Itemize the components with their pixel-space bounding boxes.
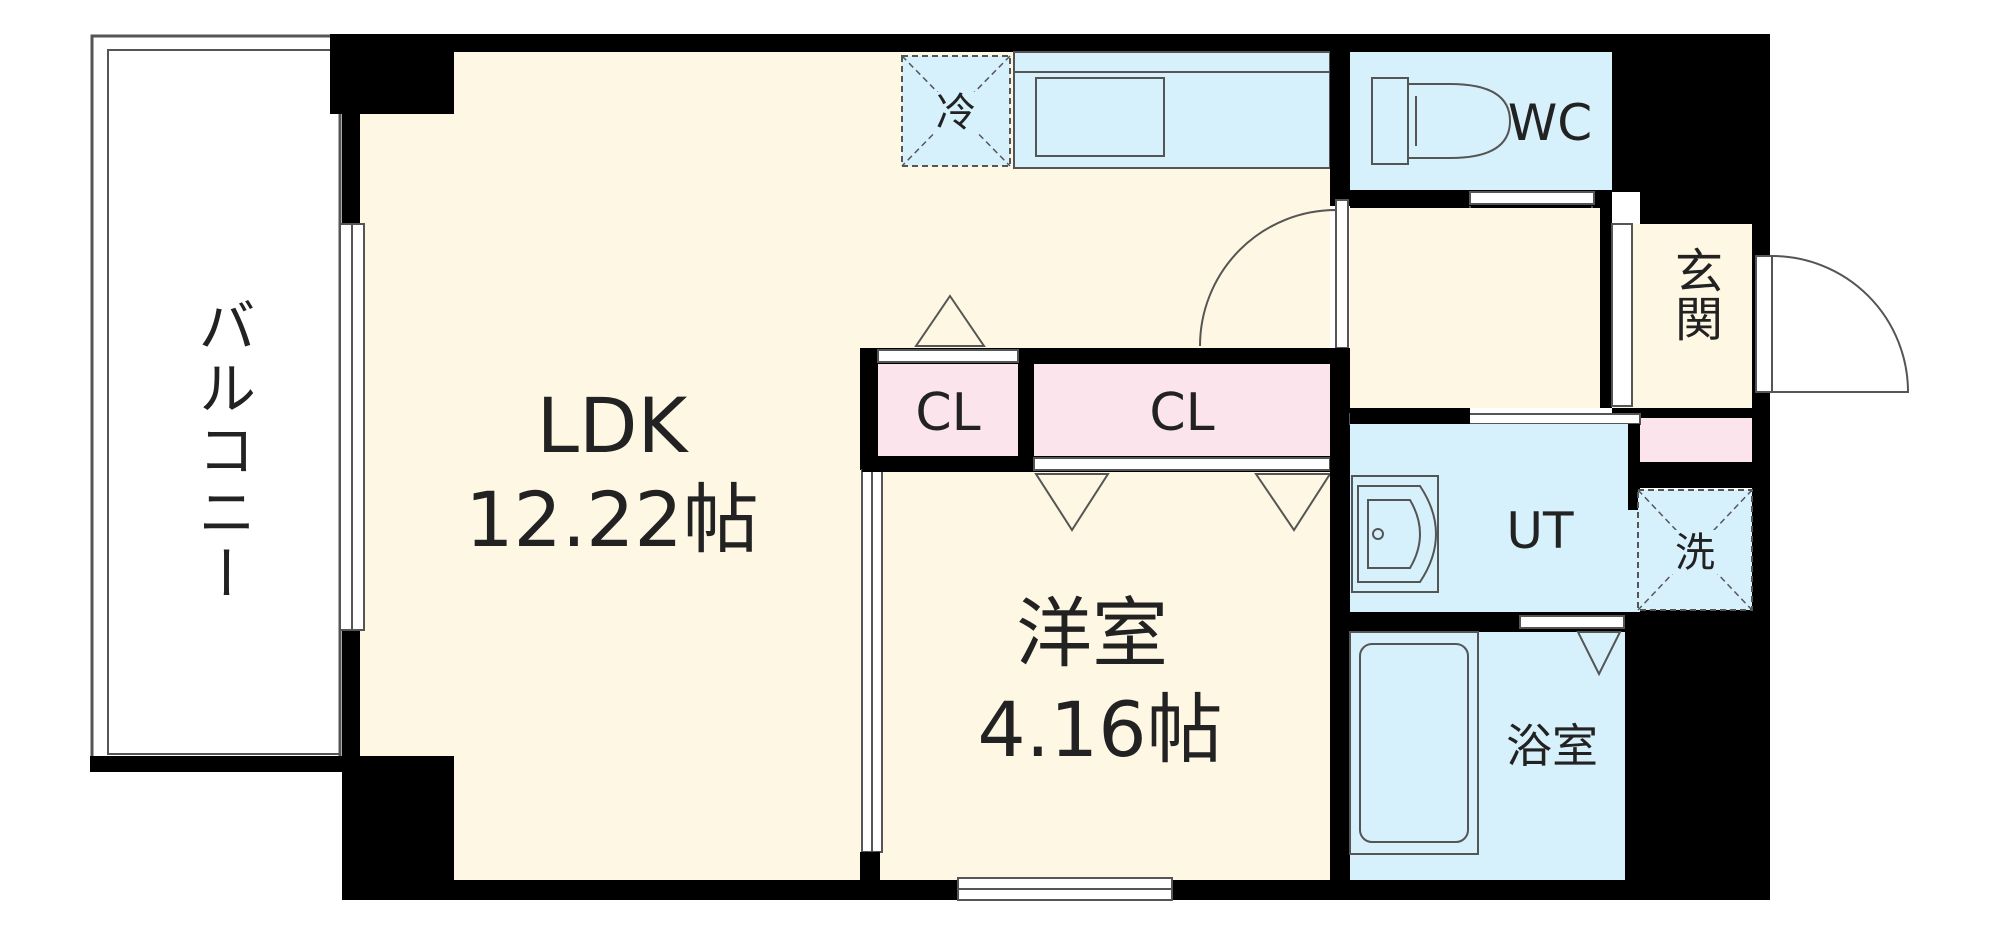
outer-wall-left-bottom: [342, 756, 454, 900]
hall-floor: [1350, 208, 1612, 408]
washer-label: 洗: [1675, 530, 1715, 576]
bathroom: 浴室: [1349, 631, 1625, 880]
toilet-label: WC: [1508, 94, 1592, 152]
balcony-label: バルコニー: [188, 296, 256, 606]
toilet-door-frame: [1469, 191, 1595, 205]
wall-hall-right: [1600, 208, 1612, 408]
closet-small: CL: [877, 349, 1019, 443]
wall-ldk-hall-lower: [1335, 199, 1349, 349]
entrance-door: [1755, 255, 1910, 393]
utility-room: UT: [1349, 408, 1752, 632]
closet-large-label: CL: [1149, 383, 1214, 443]
entrance-label: 玄関: [1666, 246, 1722, 342]
closet-block: [862, 348, 1348, 472]
entrance: 玄関: [1611, 223, 1752, 462]
washer-space: 洗: [1637, 489, 1753, 611]
western-room-floor: [862, 472, 1330, 880]
kitchen-counter: [1013, 51, 1331, 169]
ldk-window: [339, 223, 365, 631]
closet-large-door-right: [1254, 473, 1332, 532]
fridge-space: 冷: [901, 55, 1011, 167]
wall-right-section: [1330, 348, 1350, 888]
balcony: [90, 34, 348, 772]
western-room-label: 洋室: [1016, 589, 1168, 678]
closet-small-label: CL: [915, 383, 980, 443]
bath-label: 浴室: [1506, 719, 1598, 773]
outer-wall-top: [330, 34, 1770, 52]
closet-large: CL: [1033, 383, 1331, 471]
fridge-label: 冷: [936, 90, 976, 136]
ldk-label: LDK: [537, 381, 690, 470]
utility-label: UT: [1506, 502, 1574, 560]
closet-large-door-left: [1034, 473, 1110, 532]
ldk-area: 12.22帖: [465, 475, 759, 564]
outer-wall-right-bottom: [1625, 610, 1770, 900]
western-room-window: [957, 877, 1173, 901]
western-room-area: 4.16帖: [977, 685, 1222, 774]
toilet-room: WC: [1350, 52, 1640, 208]
ldk-floor: [360, 52, 1330, 880]
washbasin: [1351, 475, 1439, 593]
outer-wall-right-top: [1640, 34, 1770, 224]
closet-small-door: [914, 294, 986, 347]
ldk-door-swing: [1199, 209, 1337, 347]
wall-ldk-hall: [1330, 34, 1350, 206]
